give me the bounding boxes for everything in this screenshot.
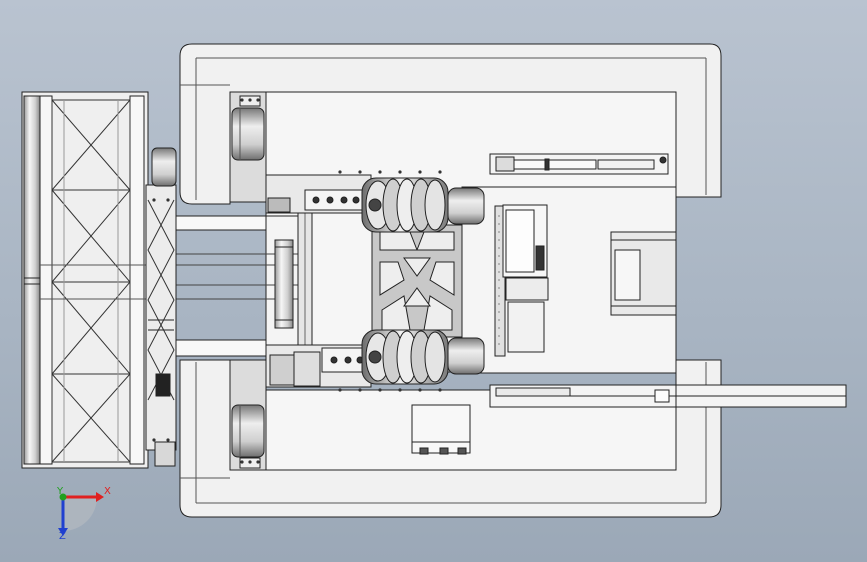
axis-x-label: X	[104, 486, 111, 497]
extending-arm	[21, 91, 168, 469]
axis-x-arrowhead	[96, 492, 104, 502]
orientation-triad[interactable]	[58, 492, 104, 536]
gearbox-upper	[265, 174, 372, 214]
arm-mount-bracket	[145, 147, 177, 467]
electronics-column	[494, 204, 549, 357]
center-x-plate	[371, 224, 463, 338]
axis-y-dot	[59, 493, 67, 501]
axis-z-label: Z	[59, 531, 66, 542]
gearbox-lower	[265, 344, 372, 388]
axis-y-label: Y	[57, 486, 64, 497]
side-brackets	[229, 91, 267, 471]
drive-wheel-lower	[361, 329, 485, 385]
drive-wheel-upper	[361, 177, 485, 233]
upper-slide-rail	[489, 153, 669, 175]
fastener-dots	[152, 98, 442, 464]
chassis-frame	[179, 43, 722, 518]
battery-box	[411, 404, 471, 455]
inner-deck	[265, 91, 677, 471]
lower-slide-rail	[489, 384, 847, 408]
slide-rail-plate	[168, 175, 313, 373]
axis-z-arrowhead	[58, 528, 68, 536]
